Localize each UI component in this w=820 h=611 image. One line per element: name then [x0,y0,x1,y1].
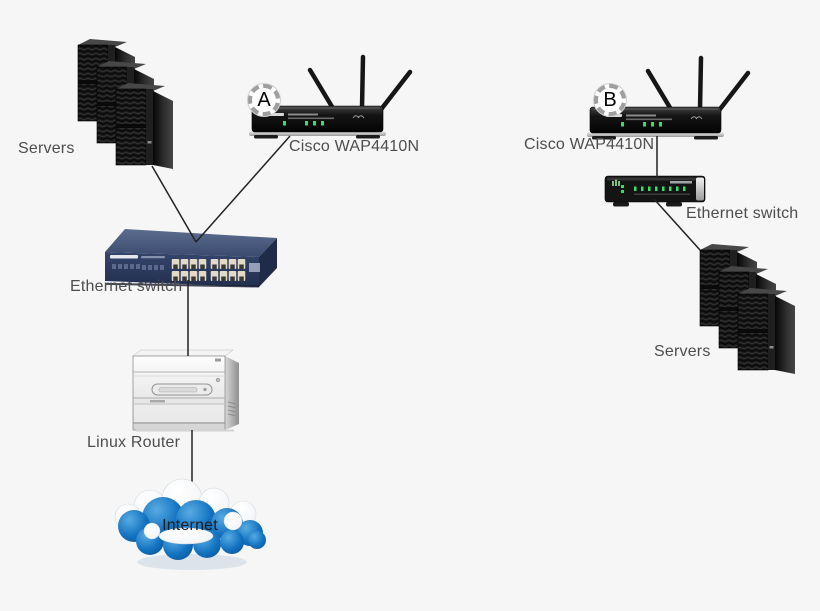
wap-foot [592,136,616,140]
antenna-icon [645,55,751,116]
switch-led-row [621,185,686,193]
cisco-logo [352,115,365,119]
router-drive-handle [151,383,213,396]
switch-logo [612,179,620,186]
internet-cloud-icon [114,478,266,570]
wap-foot [254,135,278,139]
router-side-vents [227,401,237,417]
wap-foot [356,135,380,139]
wap-a-label: Cisco WAP4410N [289,138,420,155]
switch-label-sticker [249,263,260,272]
link-switch-b-servers-b [653,198,701,251]
switch-led-row [112,264,164,270]
antenna-icon [307,54,413,115]
switch-b-label: Ethernet switch [686,205,799,222]
internet-label: Internet [162,517,218,534]
wap-b-label: Cisco WAP4410N [524,136,655,153]
switch-a-label: Ethernet switch [70,278,183,295]
switch-end-cap [696,177,704,201]
ethernet-switch-b-icon [604,175,706,207]
switch-branding [110,255,165,259]
switch-model-text [670,181,692,184]
wap-foot [694,136,718,140]
router-shadow [136,429,234,432]
servers-a-label: Servers [18,140,75,157]
badge-a: A [248,84,280,116]
switch-port-bank [171,258,246,282]
connection-lines [151,135,701,490]
wap-a-icon [249,54,413,139]
server-tower [115,83,173,169]
router-power-button [215,377,221,383]
servers-stack-b-icon [699,244,795,374]
switch-port-labels [634,193,690,195]
wap-led-row [621,122,662,127]
ethernet-switch-a-icon [105,229,277,288]
router-label: Linux Router [87,434,181,451]
router-top-vent [215,358,221,362]
servers-stack-a-icon [77,39,173,169]
cisco-logo [690,116,703,120]
wap-led-row [283,121,324,126]
link-wap-a-switch-a [195,135,291,243]
badge-b: B [594,84,626,116]
link-servers-a-switch-a [151,165,197,243]
servers-b-label: Servers [654,343,711,360]
server-tower [737,288,795,374]
router-logo [150,400,165,403]
wap-b-icon [587,55,751,140]
linux-router-icon [132,349,239,432]
